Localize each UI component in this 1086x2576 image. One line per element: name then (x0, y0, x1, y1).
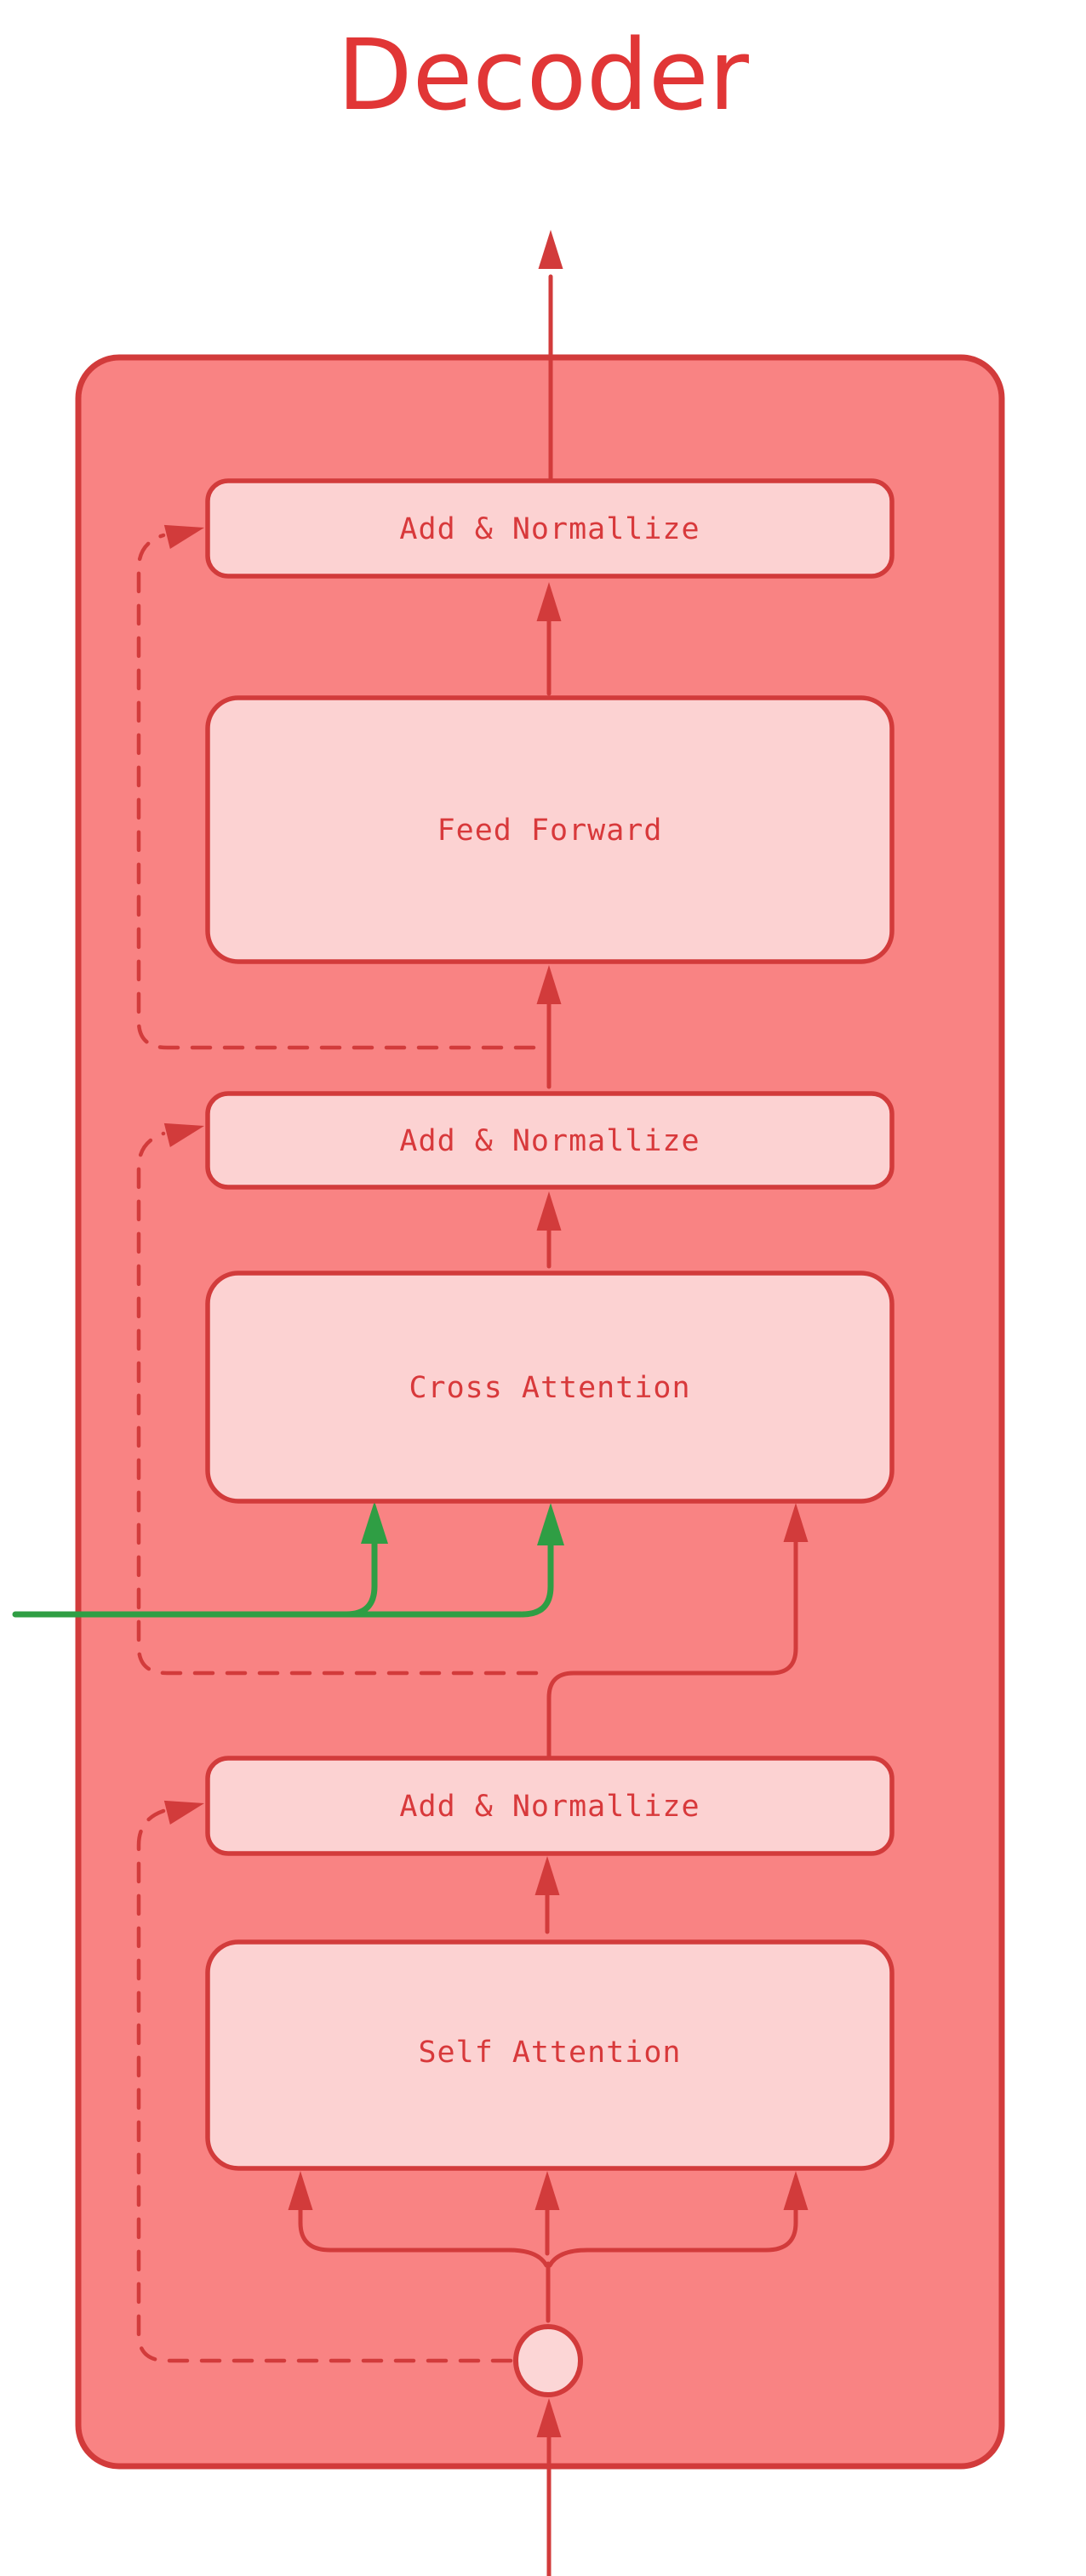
encoder-input-branch1-line (343, 1537, 378, 1618)
sa-input-center-arrowhead-icon (534, 2171, 560, 2210)
block-add-normalize-bottom-box (205, 1756, 895, 1856)
ff-to-addnorm-top-arrowhead-icon (536, 582, 562, 621)
addnorm-mid-to-ff-arrowhead-icon (536, 965, 562, 1004)
encoder-input-branch2-arrowhead-icon (537, 1503, 564, 1545)
block-add-normalize-middle-box (205, 1091, 895, 1190)
input-branch-node-circle (513, 2324, 583, 2397)
block-self-attention-box (205, 1939, 895, 2171)
skip-sa-arrowhead-icon (163, 1800, 204, 1825)
skip-ca-dashed-line (136, 1131, 539, 1676)
input-arrowhead-icon (536, 2398, 562, 2437)
skip-sa-dashed-line (136, 1808, 513, 2363)
skip-ff-arrowhead-icon (163, 524, 204, 549)
block-add-normalize-middle: Add & Normallize (205, 1091, 895, 1190)
block-feed-forward-label: Feed Forward (437, 814, 663, 848)
skip-ca-arrowhead-icon (163, 1122, 204, 1147)
block-add-normalize-top-box (205, 478, 895, 579)
output-arrowhead-icon (538, 230, 563, 269)
block-self-attention: Self Attention (205, 1939, 895, 2171)
sa-to-addnorm-bottom-arrowhead-icon (534, 1856, 560, 1895)
block-self-attention-label: Self Attention (418, 2036, 681, 2070)
block-add-normalize-top-label: Add & Normallize (399, 512, 700, 546)
ca-to-addnorm-mid-arrowhead-icon (536, 1191, 562, 1231)
block-cross-attention-box (205, 1271, 895, 1504)
encoder-input-branch2-line (519, 1539, 554, 1618)
block-feed-forward: Feed Forward (205, 695, 895, 964)
block-add-normalize-bottom: Add & Normallize (205, 1756, 895, 1856)
block-add-normalize-middle-label: Add & Normallize (399, 1124, 700, 1158)
addnorm-bottom-to-ca-arrowhead-icon (783, 1503, 809, 1542)
block-add-normalize-bottom-label: Add & Normallize (399, 1790, 700, 1824)
encoder-input-branch1-arrowhead-icon (361, 1501, 388, 1544)
diagram-title: Decoder (337, 19, 750, 133)
trident-left-branch-line (298, 2203, 549, 2268)
sa-input-left-arrowhead-icon (288, 2171, 313, 2210)
block-cross-attention: Cross Attention (205, 1271, 895, 1504)
block-add-normalize-top: Add & Normallize (205, 478, 895, 579)
addnorm-bottom-to-ca-line (546, 1538, 798, 1758)
trident-right-branch-line (547, 2203, 798, 2268)
block-feed-forward-box (205, 695, 895, 964)
block-cross-attention-label: Cross Attention (409, 1371, 690, 1405)
sa-input-right-arrowhead-icon (783, 2171, 809, 2210)
